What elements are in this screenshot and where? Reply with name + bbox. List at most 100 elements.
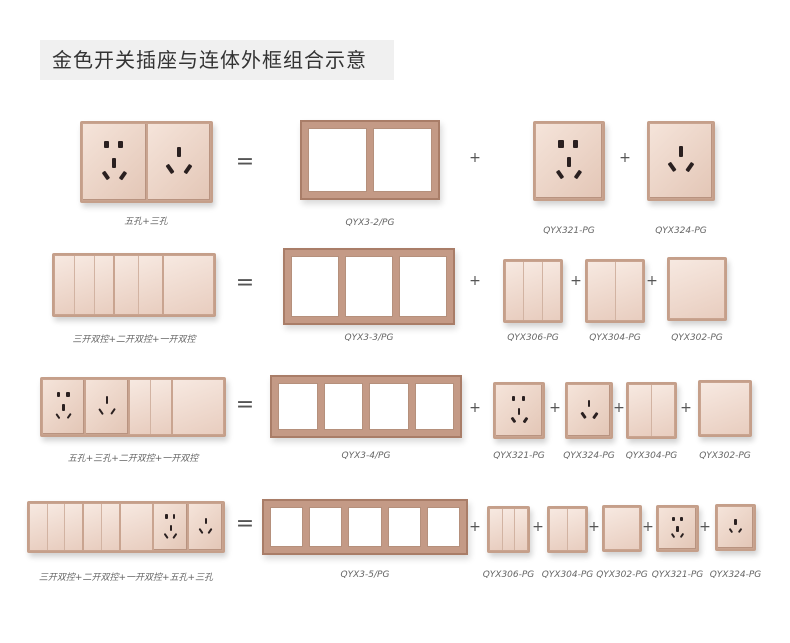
five-hole-socket xyxy=(42,379,86,435)
socket-hole xyxy=(204,517,207,525)
switch-gang1 xyxy=(669,259,725,319)
socket-hole xyxy=(670,533,676,539)
plus-sign: + xyxy=(646,273,658,289)
frame-opening xyxy=(291,256,339,317)
switch-gang2 xyxy=(587,261,643,321)
five-hole-socket xyxy=(495,384,543,437)
rocker-key xyxy=(115,256,140,314)
panel-assembly xyxy=(547,506,588,553)
module-model-label: QYX302-PG xyxy=(671,333,723,343)
plus-sign: + xyxy=(642,519,654,535)
rocker-key xyxy=(670,260,724,318)
frame-opening xyxy=(426,507,461,547)
frame-model-label: QYX3-4/PG xyxy=(341,451,391,461)
rocker-key xyxy=(74,256,95,314)
frame-opening xyxy=(387,507,421,547)
socket-hole xyxy=(580,411,587,419)
switch-gang1 xyxy=(172,379,224,435)
socket-hole xyxy=(66,413,72,421)
panel-assembly xyxy=(715,504,756,551)
frame-opening xyxy=(369,383,409,430)
rocker-key xyxy=(502,509,516,550)
rocker-key xyxy=(588,262,616,320)
three-hole-socket xyxy=(146,123,211,201)
socket-hole xyxy=(172,532,178,539)
rocker-key xyxy=(55,256,75,314)
rocker-key xyxy=(542,262,560,320)
frame xyxy=(300,120,440,200)
socket-hole xyxy=(112,158,117,169)
plus-sign: + xyxy=(613,400,625,416)
combination-label: 五孔+三孔 xyxy=(124,217,168,227)
switch-gang2 xyxy=(83,503,120,551)
socket-hole xyxy=(169,524,172,531)
module-model-label: QYX304-PG xyxy=(589,333,641,343)
panel-assembly xyxy=(602,505,642,552)
module-model-label: QYX324-PG xyxy=(655,226,707,236)
plus-sign: + xyxy=(699,519,711,535)
equals-sign: = xyxy=(235,270,255,296)
socket-hole xyxy=(679,146,683,157)
socket-hole xyxy=(511,396,516,402)
rocker-key xyxy=(515,509,528,550)
panel-assembly xyxy=(80,121,213,203)
module-model-label: QYX302-PG xyxy=(596,570,648,580)
frame-opening xyxy=(309,507,343,547)
plus-sign: + xyxy=(469,150,481,166)
socket-hole xyxy=(198,527,204,534)
switch-gang2 xyxy=(628,384,675,437)
panel-assembly xyxy=(27,501,225,553)
switch-gang3 xyxy=(54,255,115,315)
frame-opening xyxy=(414,383,454,430)
panel-assembly xyxy=(647,121,715,201)
frame-opening xyxy=(308,128,367,192)
switch-gang1 xyxy=(119,503,154,551)
frame-opening xyxy=(323,383,363,430)
frame-model-label: QYX3-5/PG xyxy=(340,570,390,580)
rocker-key xyxy=(490,509,503,550)
socket-hole xyxy=(728,528,733,534)
frame-opening xyxy=(345,256,393,317)
panel-assembly xyxy=(667,257,727,321)
three-hole-socket xyxy=(649,123,713,199)
module-model-label: QYX324-PG xyxy=(563,451,615,461)
socket-hole xyxy=(176,146,181,158)
socket-hole xyxy=(734,519,737,526)
socket-hole xyxy=(118,140,123,149)
five-hole-socket xyxy=(82,123,147,201)
socket-hole xyxy=(558,140,564,148)
socket-hole xyxy=(165,163,175,174)
three-hole-socket xyxy=(717,506,754,549)
equals-sign: = xyxy=(235,511,255,537)
plus-sign: + xyxy=(680,400,692,416)
combination-label: 三开双控+二开双控+一开双控 xyxy=(72,335,196,345)
module-model-label: QYX306-PG xyxy=(507,333,559,343)
socket-hole xyxy=(521,396,526,402)
module-model-label: QYX306-PG xyxy=(482,570,535,580)
frame-opening xyxy=(373,128,432,192)
frame-opening xyxy=(399,256,447,317)
switch-gang2 xyxy=(128,379,173,435)
three-hole-socket xyxy=(85,379,129,435)
plus-sign: + xyxy=(549,400,561,416)
module-model-label: QYX321-PG xyxy=(543,226,595,236)
panel-assembly xyxy=(585,259,645,323)
five-hole-socket xyxy=(535,123,603,199)
page-title: 金色开关插座与连体外框组合示意 xyxy=(40,40,394,80)
panel-assembly xyxy=(493,382,545,439)
panel-assembly xyxy=(626,382,677,439)
socket-hole xyxy=(671,517,675,522)
socket-hole xyxy=(183,163,192,174)
socket-hole xyxy=(98,408,105,416)
panel-assembly xyxy=(698,380,752,437)
rocker-key xyxy=(615,262,642,320)
socket-hole xyxy=(510,416,516,423)
rocker-key xyxy=(151,380,172,434)
plus-sign: + xyxy=(619,150,631,166)
rocker-key xyxy=(65,504,83,550)
frame-model-label: QYX3-2/PG xyxy=(345,218,395,228)
frame-opening xyxy=(348,507,382,547)
plus-sign: + xyxy=(570,273,582,289)
panel-assembly xyxy=(487,506,530,553)
rocker-key xyxy=(47,504,66,550)
